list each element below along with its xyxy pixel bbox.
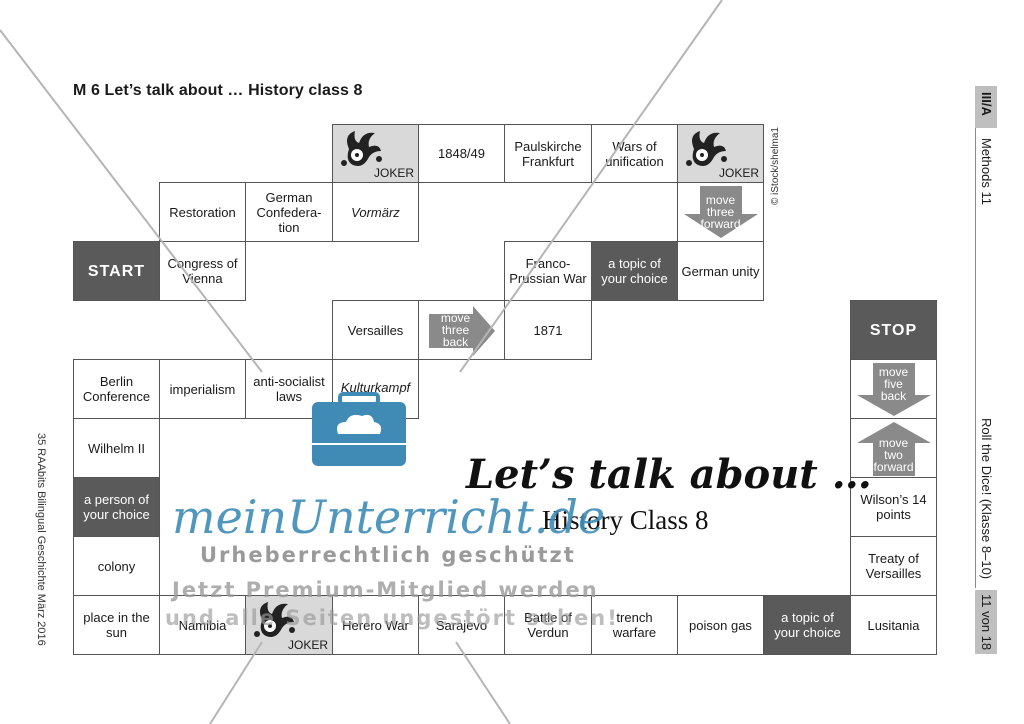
- cell-1871: 1871: [504, 300, 592, 360]
- arrow-up-icon: [857, 422, 931, 476]
- sidebar-divider: [975, 128, 976, 588]
- arrow-down-icon: [857, 363, 931, 416]
- joker-label: JOKER: [373, 166, 414, 180]
- joker-label: JOKER: [718, 166, 759, 180]
- page-title: M 6 Let’s talk about … History class 8: [73, 82, 363, 99]
- jester-icon: [686, 131, 727, 166]
- watermark-brand: meinUnterricht.de: [172, 490, 606, 544]
- sidebar-section: III/A: [979, 92, 994, 116]
- joker-label: JOKER: [287, 638, 328, 652]
- stop-cell: STOP: [850, 300, 937, 360]
- cell-franco-prussian-war: Franco-Prussian War: [504, 241, 592, 301]
- arrow-label: move three back: [440, 311, 471, 349]
- sidebar-page: 11 von 18: [979, 594, 994, 651]
- cell-paulskirche: Paulskirche Frankfurt: [504, 124, 592, 183]
- center-subheadline: History Class 8: [542, 505, 709, 535]
- center-headline: Let’s talk about …: [466, 451, 872, 498]
- cell-move-three-forward: move three forward: [677, 182, 764, 242]
- cell-german-unity: German unity: [677, 241, 764, 301]
- image-credit: © iStock/shelma1: [770, 127, 781, 205]
- cell-congress-vienna: Congress of Vienna: [159, 241, 246, 301]
- cell-1848: 1848/49: [418, 124, 505, 183]
- cell-move-five-back: move five back: [850, 359, 937, 419]
- cell-place-in-sun: place in the sun: [73, 595, 160, 655]
- arrow-label: move three forward: [700, 193, 741, 231]
- watermark-line-2: Jetzt Premium-Mitglied werden: [172, 578, 599, 602]
- cell-imperialism: imperialism: [159, 359, 246, 419]
- cell-vormaerz: Vormärz: [332, 182, 419, 242]
- cell-move-three-back: move three back: [418, 300, 505, 360]
- sidebar-page-box: [975, 590, 997, 654]
- cell-poison-gas: poison gas: [677, 595, 764, 655]
- watermark-line-1: Urheberrechtlich geschützt: [200, 543, 576, 567]
- cell-battle-verdun: Battle of Verdun: [504, 595, 592, 655]
- joker-cell: JOKER: [677, 124, 764, 183]
- sidebar-topic: Roll the Dice! (Klasse 8–10): [979, 418, 994, 580]
- briefcase-logo-icon: [312, 392, 406, 466]
- cell-move-two-forward: move two forward: [850, 418, 937, 478]
- cell-person-choice: a person of your choice: [73, 477, 160, 537]
- cell-versailles: Versailles: [332, 300, 419, 360]
- cell-herero-war: Herero War: [332, 595, 419, 655]
- jester-icon: [254, 602, 295, 637]
- cell-trench-warfare: trench warfare: [591, 595, 678, 655]
- arrow-label: move two forward: [873, 436, 914, 474]
- start-cell: START: [73, 241, 160, 301]
- cell-topic-choice: a topic of your choice: [764, 595, 851, 655]
- cell-german-confederation: German Confedera-tion: [245, 182, 333, 242]
- arrow-label: move five back: [878, 365, 909, 403]
- joker-cell: JOKER: [332, 124, 419, 183]
- jester-icon: [341, 131, 382, 166]
- footer-publication: 35 RAAbits Bilingual Geschichte März 201…: [35, 433, 47, 646]
- cell-restoration: Restoration: [159, 182, 246, 242]
- sidebar-methods: Methods 11: [979, 138, 994, 205]
- cell-topic-choice: a topic of your choice: [591, 241, 678, 301]
- watermark-line-3: und alle Seiten ungestört sehen!: [165, 606, 619, 630]
- cell-wilhelm-ii: Wilhelm II: [73, 418, 160, 478]
- cell-wilsons-points: Wilson’s 14 points: [850, 477, 937, 537]
- cell-berlin-conference: Berlin Conference: [73, 359, 160, 419]
- sidebar-section-box: [975, 86, 997, 128]
- cell-wars-unification: Wars of unification: [591, 124, 678, 183]
- cell-lusitania: Lusitania: [850, 595, 937, 655]
- cell-treaty-versailles: Treaty of Versailles: [850, 536, 937, 596]
- cell-colony: colony: [73, 536, 160, 596]
